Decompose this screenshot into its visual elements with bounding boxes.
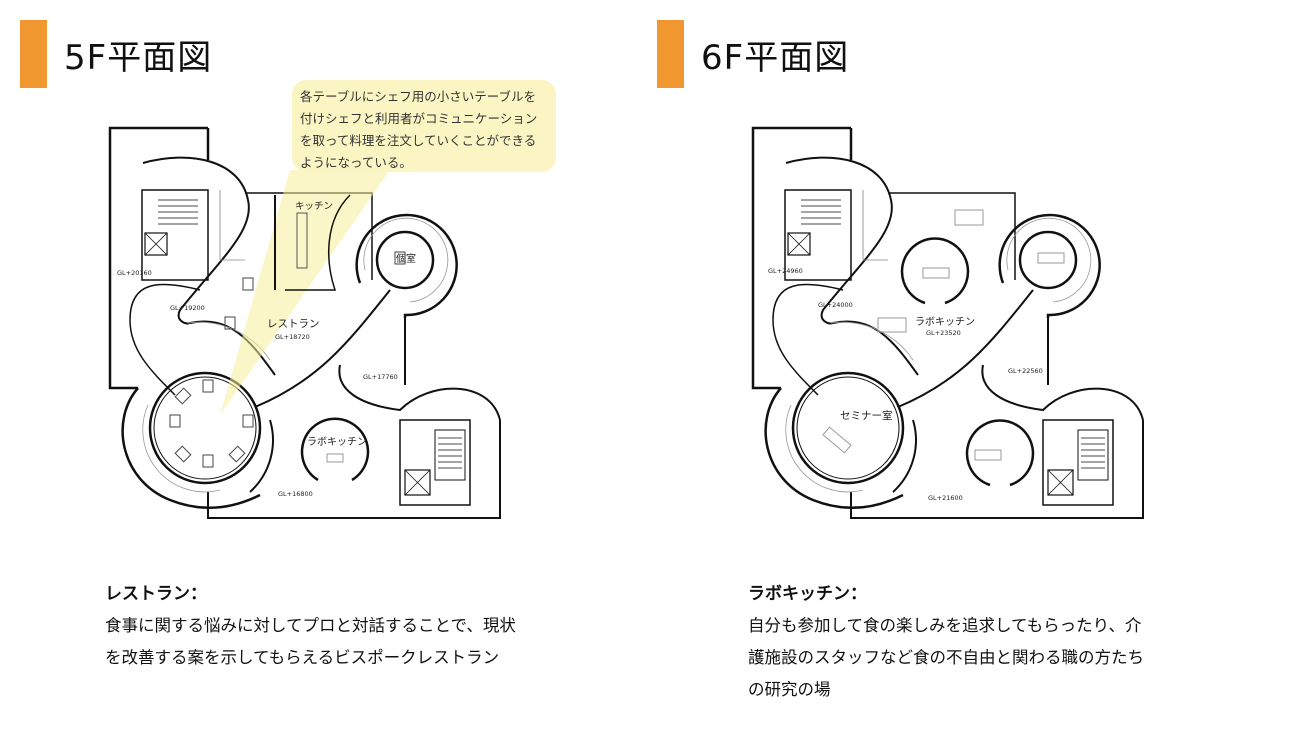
description-line: を改善する案を示してもらえるビスポークレストラン bbox=[105, 648, 500, 667]
room-label-seminar: セミナー室 bbox=[840, 409, 893, 422]
title-accent-bar bbox=[20, 20, 47, 88]
level-label: GL+21600 bbox=[928, 494, 963, 502]
room-label-labo-kitchen: ラボキッチン bbox=[915, 316, 975, 328]
floor-5-plan: キッチン 個室 レストラン ラボキッチン GL+20160 GL+19200 G… bbox=[108, 126, 502, 520]
description-line: 自分も参加して食の楽しみを追求してもらったり、介 bbox=[748, 616, 1142, 635]
level-label: GL+22560 bbox=[1008, 367, 1043, 375]
room-label-restaurant: レストラン bbox=[267, 318, 320, 330]
level-label: GL+24000 bbox=[818, 301, 853, 309]
level-label: GL+24960 bbox=[768, 267, 803, 275]
level-label: GL+16800 bbox=[278, 490, 313, 498]
floor-6-title: 6F平面図 bbox=[701, 38, 850, 78]
floor-6-description: ラボキッチン： 自分も参加して食の楽しみを追求してもらったり、介 護施設のスタッ… bbox=[748, 578, 1144, 706]
callout-note: 各テーブルにシェフ用の小さいテーブルを付けシェフと利用者がコミュニケーションを取… bbox=[292, 80, 556, 172]
level-label: GL+17760 bbox=[363, 373, 398, 381]
description-line: の研究の場 bbox=[748, 680, 831, 699]
title-accent-bar bbox=[657, 20, 684, 88]
floor-6-plan: ラボキッチン セミナー室 GL+24960 GL+24000 GL+23520 … bbox=[751, 126, 1145, 520]
level-label: GL+18720 bbox=[275, 333, 310, 341]
room-label-kitchen: キッチン bbox=[295, 201, 333, 212]
description-line: 食事に関する悩みに対してプロと対話することで、現状 bbox=[105, 616, 516, 635]
room-label-private: 個室 bbox=[396, 252, 416, 265]
level-label: GL+23520 bbox=[926, 329, 961, 337]
description-line: 護施設のスタッフなど食の不自由と関わる職の方たち bbox=[748, 648, 1144, 667]
floor-5-description: レストラン： 食事に関する悩みに対してプロと対話することで、現状 を改善する案を… bbox=[105, 578, 516, 674]
level-label: GL+19200 bbox=[170, 304, 205, 312]
floor-5-title: 5F平面図 bbox=[64, 38, 213, 78]
description-heading: レストラン： bbox=[105, 584, 207, 604]
level-label: GL+20160 bbox=[117, 269, 152, 277]
room-label-labo-kitchen: ラボキッチン bbox=[307, 436, 367, 448]
description-heading: ラボキッチン： bbox=[748, 584, 867, 604]
callout-beam bbox=[220, 170, 390, 415]
